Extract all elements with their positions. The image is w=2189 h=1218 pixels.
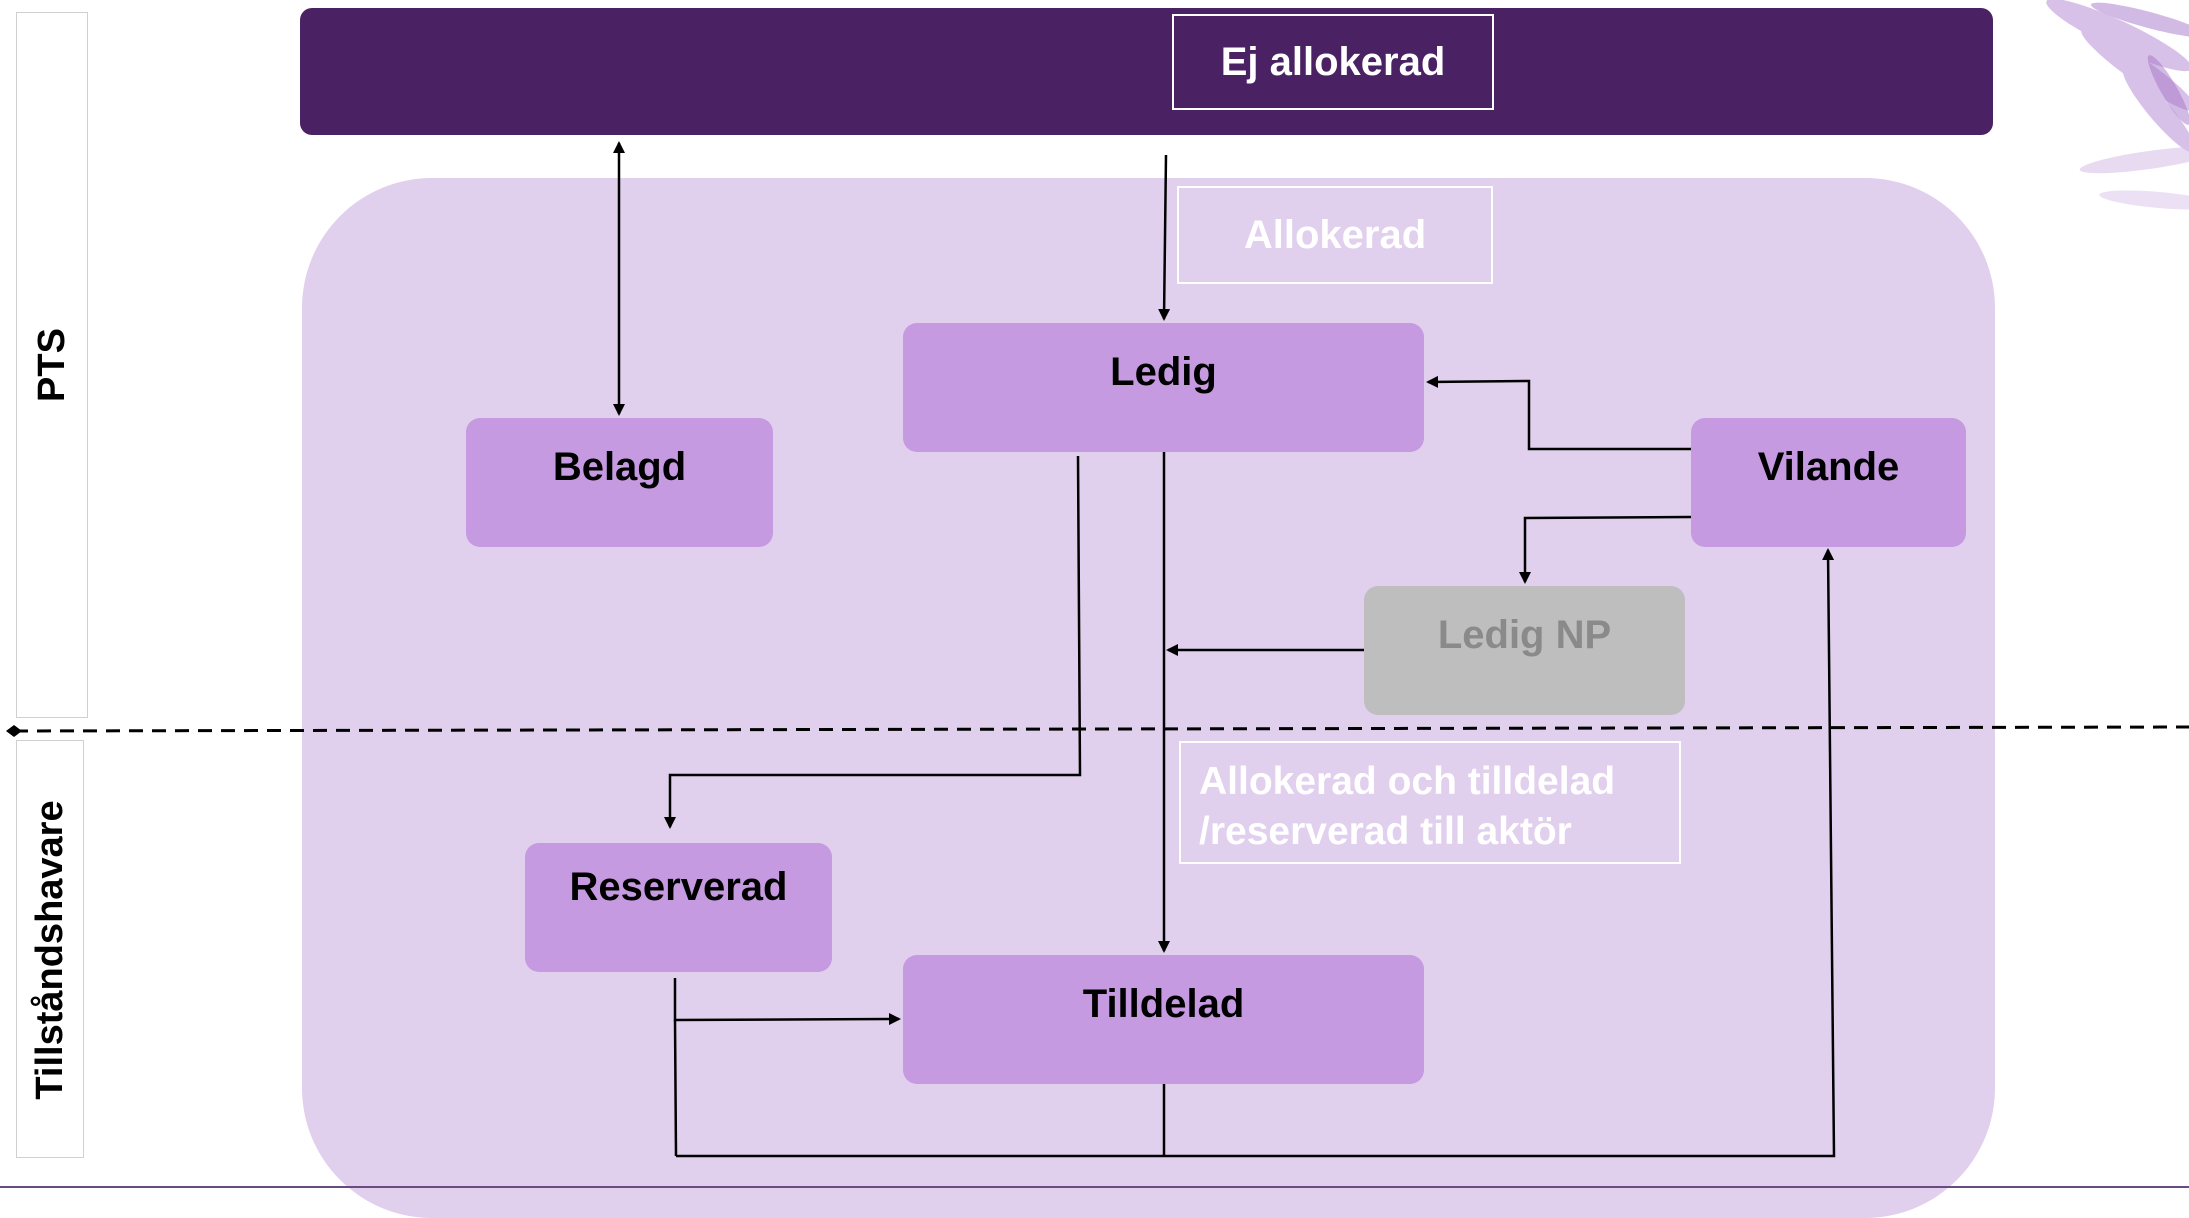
state-reserverad[interactable]: Reserverad xyxy=(525,843,832,972)
lane-label-pts-box xyxy=(16,12,88,718)
loop-reserverad-down xyxy=(673,1019,678,1157)
footer-rule xyxy=(0,1186,2189,1188)
arrow-loop-vilande xyxy=(676,548,1836,1158)
arrow-vilande-ledig-np xyxy=(1519,515,1692,584)
arrow-reserverad-tilldelad xyxy=(673,978,901,1026)
state-vilande[interactable]: Vilande xyxy=(1691,418,1966,547)
allocated-assigned-line2: /reserverad till aktör xyxy=(1199,810,1572,853)
state-ledig[interactable]: Ledig xyxy=(903,323,1424,452)
unallocated-label: Ej allokerad xyxy=(1172,14,1494,110)
allocated-assigned-label: Allokerad och tilldelad /reserverad till… xyxy=(1179,741,1681,864)
arrow-ledig-reserverad xyxy=(664,455,1082,829)
state-tilldelad[interactable]: Tilldelad xyxy=(903,955,1424,1084)
unallocated-band xyxy=(300,8,1993,135)
arrow-vilande-ledig xyxy=(1426,375,1691,451)
state-belagd[interactable]: Belagd xyxy=(466,418,773,547)
state-ledig-np[interactable]: Ledig NP xyxy=(1364,586,1685,715)
flower-decoration xyxy=(2046,0,2189,210)
allocated-assigned-line1: Allokerad och tilldelad xyxy=(1199,760,1616,803)
allocated-label: Allokerad xyxy=(1177,186,1493,284)
lane-boundary xyxy=(13,725,2189,733)
lane-label-tillstandshavare-box xyxy=(16,740,84,1158)
lane-boundary-start-marker xyxy=(6,725,22,737)
arrow-unallocated-ledig xyxy=(1158,154,1171,321)
